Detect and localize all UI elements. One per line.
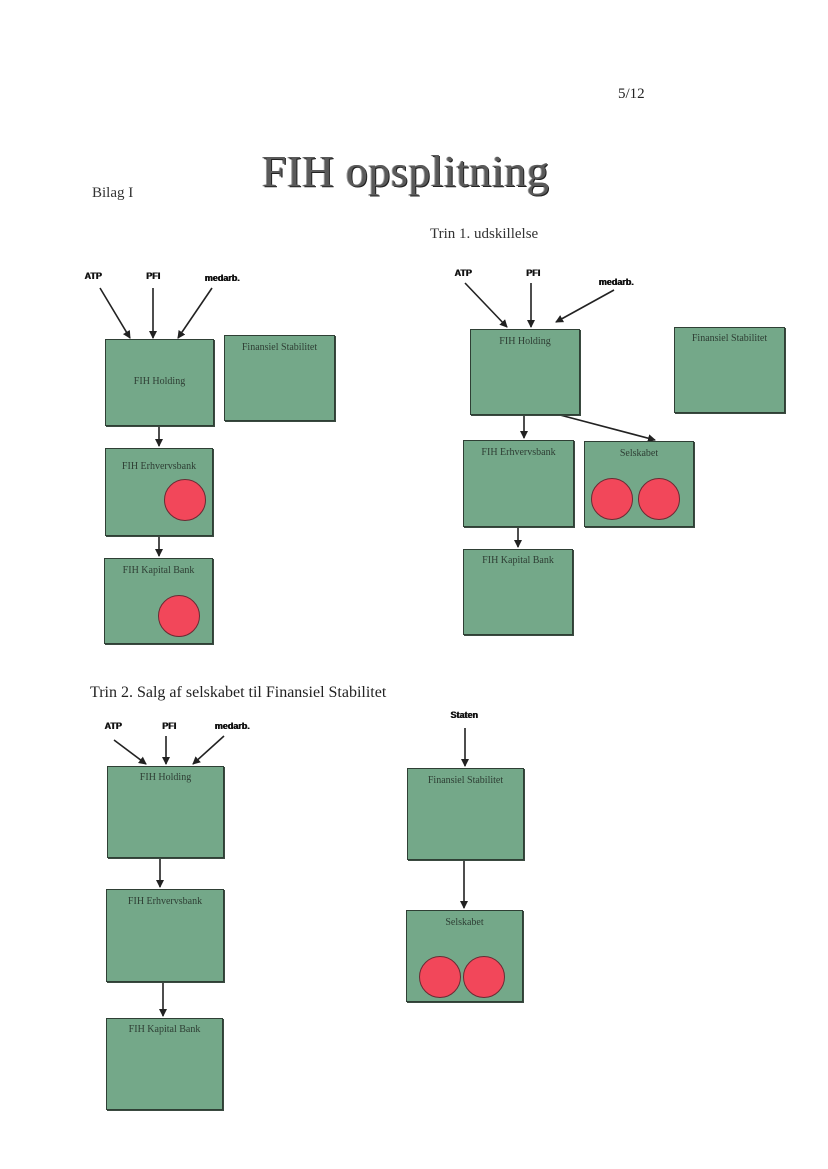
entity-label: Finansiel Stabilitet	[427, 775, 504, 786]
entity-fih-holding: FIH Holding	[470, 329, 580, 415]
entity-label: Selskabet	[445, 917, 484, 928]
owner-atp-label: ATP	[454, 268, 472, 278]
owner-medarb-label: medarb.	[214, 721, 250, 731]
asset-circle	[164, 479, 206, 521]
arrow-medarb-holding-2	[555, 289, 615, 323]
entity-fih-holding: FIH Holding	[105, 339, 214, 426]
arrow-medarb-holding-1	[177, 287, 213, 339]
asset-circle	[638, 478, 680, 520]
entity-label: FIH Erhvervsbank	[127, 896, 203, 907]
entity-label: FIH Erhvervsbank	[121, 461, 197, 472]
entity-fih-kapital-bank: FIH Kapital Bank	[104, 558, 213, 644]
entity-label: FIH Kapital Bank	[128, 1024, 201, 1035]
page-number: 5/12	[618, 86, 645, 102]
entity-fih-erhvervsbank: FIH Erhvervsbank	[106, 889, 224, 982]
owner-pfi-label: PFI	[161, 721, 177, 731]
entity-label: Selskabet	[619, 448, 659, 459]
entity-label: FIH Holding	[499, 336, 551, 347]
entity-finansiel-stabilitet: Finansiel Stabilitet	[407, 768, 524, 860]
owner-medarb-label: medarb.	[598, 277, 634, 287]
owner-staten-label: Staten	[450, 710, 478, 720]
entity-label: Finansiel Stabilitet	[241, 342, 318, 353]
arrow-holding-selskabet-2	[559, 414, 656, 443]
entity-fih-holding: FIH Holding	[107, 766, 224, 858]
step2-heading: Trin 2. Salg af selskabet til Finansiel …	[90, 684, 387, 701]
owner-atp-label: ATP	[104, 721, 122, 731]
asset-circle	[591, 478, 633, 520]
entity-finansiel-stabilitet: Finansiel Stabilitet	[224, 335, 335, 421]
entity-label: FIH Kapital Bank	[122, 565, 195, 576]
asset-circle	[419, 956, 461, 998]
entity-finansiel-stabilitet: Finansiel Stabilitet	[674, 327, 785, 413]
step1-heading: Trin 1. udskillelse	[430, 226, 539, 242]
entity-selskabet: Selskabet	[406, 910, 523, 1002]
page-title: FIH opsplitning	[262, 147, 550, 196]
entity-label: Finansiel Stabilitet	[691, 333, 768, 344]
asset-circle	[158, 595, 200, 637]
entity-selskabet: Selskabet	[584, 441, 694, 527]
arrow-atp-holding-1	[99, 287, 131, 339]
asset-circle	[463, 956, 505, 998]
arrow-atp-holding-3	[113, 739, 147, 765]
entity-label: FIH Holding	[133, 376, 186, 387]
arrow-medarb-holding-3	[192, 735, 225, 765]
entity-fih-kapital-bank: FIH Kapital Bank	[106, 1018, 223, 1110]
owner-medarb-label: medarb.	[204, 273, 240, 283]
appendix-label: Bilag I	[92, 185, 134, 201]
arrow-atp-holding-2	[464, 282, 508, 328]
owner-atp-label: ATP	[84, 271, 102, 281]
owner-pfi-label: PFI	[145, 271, 161, 281]
entity-label: FIH Holding	[139, 772, 192, 783]
entity-label: FIH Erhvervsbank	[481, 447, 556, 458]
entity-label: FIH Kapital Bank	[482, 555, 554, 566]
entity-fih-erhvervsbank: FIH Erhvervsbank	[105, 448, 213, 536]
entity-fih-erhvervsbank: FIH Erhvervsbank	[463, 440, 574, 527]
owner-pfi-label: PFI	[525, 268, 541, 278]
entity-fih-kapital-bank: FIH Kapital Bank	[463, 549, 573, 635]
